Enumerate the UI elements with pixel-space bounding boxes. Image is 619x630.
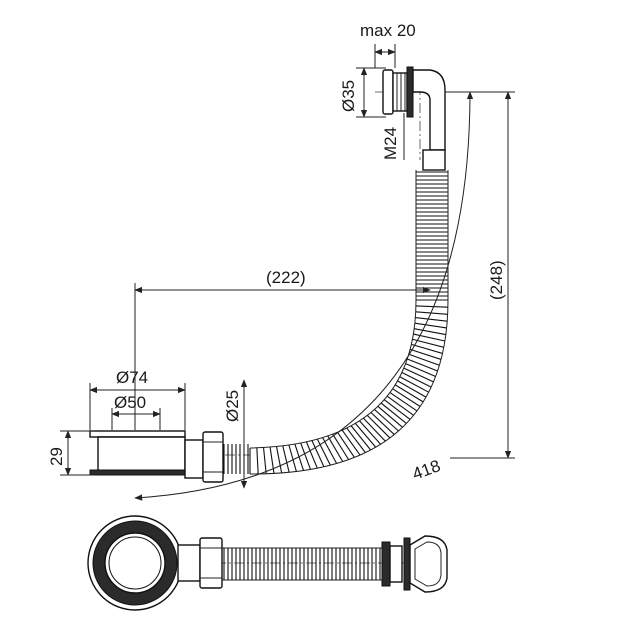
label-trap-height: 29 [47,447,66,466]
corrugated-hose [223,170,449,475]
label-inner-diameter: Ø50 [114,393,146,412]
label-max-20: max 20 [360,21,416,40]
label-height-248: (248) [487,260,506,300]
label-width-222: (222) [266,268,306,287]
waste-body-top [87,515,448,611]
dimension-lines [60,44,515,501]
label-hose-diameter: Ø25 [223,390,242,422]
label-length-418: 418 [410,456,443,484]
label-overflow-diameter: Ø35 [339,80,358,112]
waste-body-side [89,430,224,483]
label-thread-m24: M24 [381,127,400,160]
label-outer-diameter: Ø74 [116,368,148,387]
